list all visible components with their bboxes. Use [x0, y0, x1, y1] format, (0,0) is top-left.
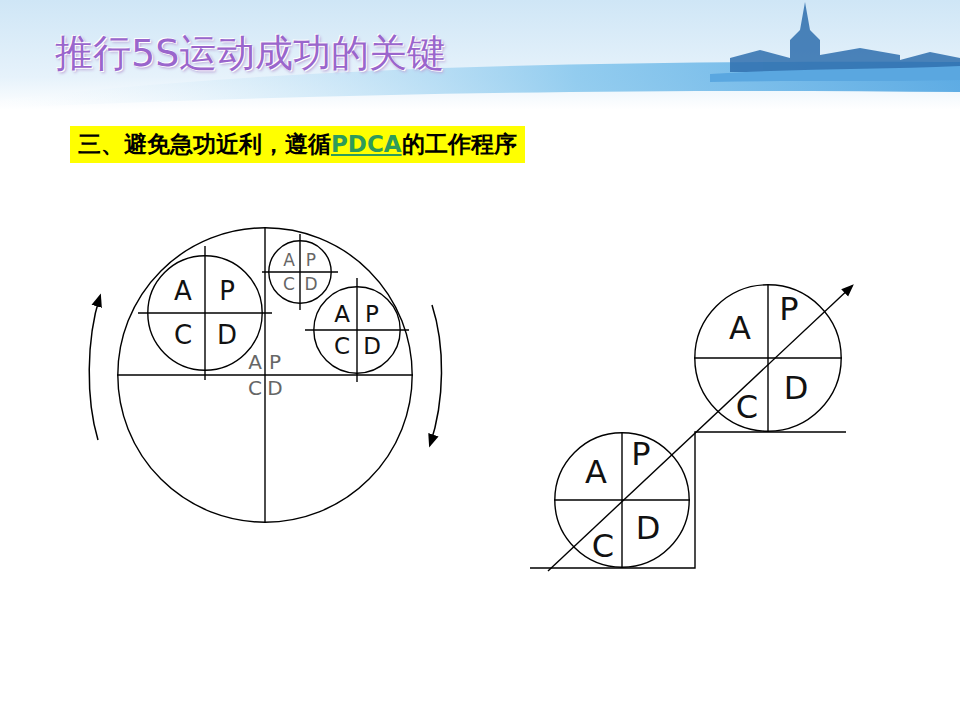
- pdca-letter: D: [267, 378, 282, 398]
- pdca-letter: C: [283, 276, 295, 293]
- pdca-letter: C: [736, 391, 758, 423]
- subtitle-text: 的工作程序: [402, 131, 517, 157]
- circle-outline: [147, 255, 263, 371]
- pdca-letter: C: [592, 530, 614, 562]
- circle-outline: [694, 284, 842, 432]
- pdca-letter: A: [334, 303, 350, 326]
- pdca-circle: AP CD: [694, 284, 842, 432]
- slide-title: 推行5S运动成功的关键: [55, 28, 445, 79]
- pdca-letter: A: [248, 352, 262, 372]
- subtitle-text: 三、避免急功近利，遵循: [78, 131, 331, 157]
- pdca-letter: C: [174, 322, 192, 348]
- pdca-letter: A: [585, 456, 607, 488]
- pdca-circle: A P CD: [147, 255, 263, 371]
- circle-outline: [268, 240, 332, 304]
- pdca-letter: D: [784, 372, 809, 404]
- circle-outline-shape: [555, 433, 689, 567]
- circle-outline: [313, 286, 401, 374]
- pdca-letter: A: [729, 312, 751, 344]
- circle-outline-shape: [695, 285, 841, 431]
- circle-outline-shape: [314, 287, 400, 373]
- pdca-letter: P: [219, 278, 235, 304]
- pdca-circle: APCD: [313, 286, 401, 374]
- pdca-letter: P: [306, 252, 316, 269]
- header-band: [0, 0, 960, 110]
- pdca-circle: APCDAPCDAPCDAPCD: [117, 227, 413, 523]
- circle-outline: [117, 227, 413, 523]
- quadrant-line: [204, 246, 205, 380]
- rotation-arrow-right: [430, 305, 442, 445]
- church-skyline: [730, 2, 960, 72]
- pdca-circle: APCD: [268, 240, 332, 304]
- pdca-letter: D: [363, 335, 381, 358]
- hyperlink-text: PDCA: [331, 131, 402, 157]
- pdca-letter: P: [269, 352, 281, 372]
- header-ground: [710, 66, 960, 82]
- pdca-letter: P: [365, 303, 379, 326]
- quadrant-line: [621, 432, 622, 568]
- pdca-letter: A: [283, 252, 295, 269]
- pdca-letter: P: [779, 293, 798, 325]
- quadrant-line: [767, 284, 768, 432]
- pdca-letter: P: [631, 438, 650, 470]
- pdca-letter: A: [174, 278, 192, 304]
- rising-arrow: [548, 286, 852, 571]
- quadrant-line: [356, 278, 357, 382]
- circle-outline-shape: [148, 256, 262, 370]
- circle-outline: [554, 432, 690, 568]
- staircase: [530, 432, 846, 568]
- pdca-letter: C: [334, 335, 350, 358]
- circle-outline-shape: [269, 241, 331, 303]
- rotation-arrow-left: [89, 296, 100, 440]
- subtitle-highlight: 三、避免急功近利，遵循PDCA的工作程序: [70, 126, 525, 163]
- pdca-letter: D: [636, 512, 661, 544]
- quadrant-line: [299, 234, 300, 310]
- pdca-letter: D: [304, 276, 317, 293]
- pdca-letter: C: [248, 378, 262, 398]
- pdca-circle: AP CD: [554, 432, 690, 568]
- pdca-letter: D: [217, 322, 237, 348]
- circle-outline-shape: [118, 228, 412, 522]
